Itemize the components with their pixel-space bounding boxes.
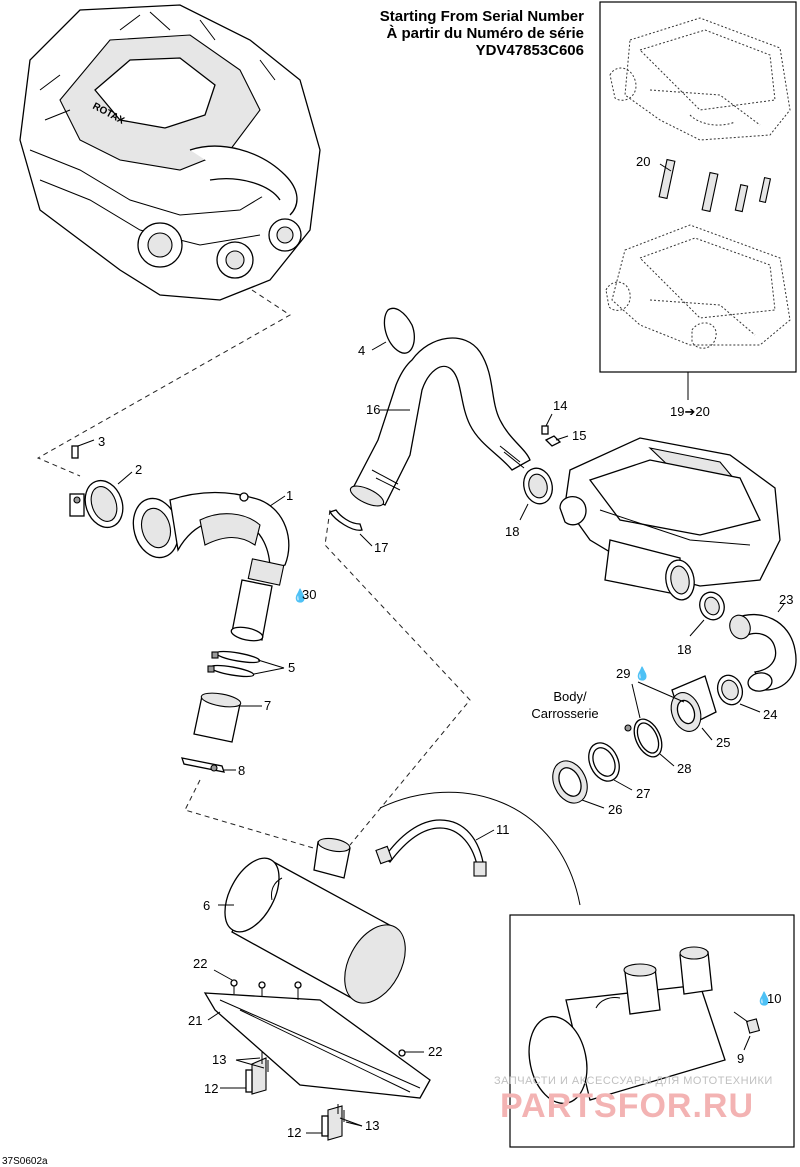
heat-shield-plate: [203, 979, 431, 1099]
clamp-24: [716, 674, 744, 706]
callout-24: 24: [763, 707, 777, 722]
callout-27: 27: [636, 786, 650, 801]
watermark-text: ЗАПЧАСТИ И АКСЕССУАРЫ ДЛЯ МОТОТЕХНИКИ: [494, 1075, 773, 1087]
intake-hose: [349, 337, 531, 507]
callout-20: 20: [636, 154, 650, 169]
callout-26: 26: [608, 802, 622, 817]
callout-29-drop: 💧: [634, 666, 650, 681]
leader-clip-to-muffler: [184, 779, 321, 851]
bracket-upper: [245, 1052, 269, 1095]
tie-clip: [181, 757, 225, 773]
callout-9: 9: [737, 1051, 744, 1066]
exhaust-clamp: [69, 479, 124, 529]
hull-fitting: [670, 675, 717, 732]
intake-cover-dotted-bottom: [605, 224, 791, 349]
callout-15: 15: [572, 428, 586, 443]
callout-14: 14: [553, 398, 567, 413]
callout-22-right: 22: [428, 1044, 442, 1059]
callout-19-20: 19➔20: [670, 404, 710, 419]
clamp-lower: [699, 591, 725, 621]
callout-1: 1: [286, 488, 293, 503]
small-clamp: [329, 509, 363, 531]
callout-11: 11: [496, 822, 510, 837]
callout-18-upper: 18: [505, 524, 519, 539]
stud-part: [71, 439, 95, 459]
callout-22-left: 22: [193, 956, 207, 971]
header-line-3: YDV47853C606: [476, 42, 584, 59]
intake-cover-dotted-top: [609, 17, 791, 141]
foam-strips: [658, 158, 772, 213]
serial-header: Starting From Serial Number À partir du …: [380, 8, 584, 59]
callout-7: 7: [264, 698, 271, 713]
callout-5: 5: [288, 660, 295, 675]
screw-and-washer: [541, 425, 562, 447]
header-line-2: À partir du Numéro de série: [386, 25, 584, 42]
body-label-line-2: Carrosserie: [531, 706, 598, 721]
gasket-ring: [624, 718, 663, 758]
rubber-sleeve: [193, 692, 242, 743]
o-ring-seal: [383, 307, 415, 354]
clamp-upper: [523, 467, 553, 505]
callout-17: 17: [374, 540, 388, 555]
callout-13-lower: 13: [365, 1118, 379, 1133]
callout-21: 21: [188, 1013, 202, 1028]
callout-30: 💧: [292, 588, 308, 603]
retaining-nut: [552, 760, 588, 804]
callout-23: 23: [779, 592, 793, 607]
header-line-1: Starting From Serial Number: [380, 8, 584, 25]
callout-29: 29: [616, 666, 630, 681]
body-label-line-1: Body/: [553, 689, 587, 704]
callout-30-number: 30: [302, 587, 316, 602]
elbow-hose: [729, 613, 797, 692]
intake-silencer-box: [559, 437, 781, 601]
leader-engine-to-clamp: [36, 289, 291, 477]
callout-10: 10: [767, 991, 781, 1006]
callout-3: 3: [98, 434, 105, 449]
callout-16: 16: [366, 402, 380, 417]
callout-4: 4: [358, 343, 365, 358]
muffler-strap: [375, 819, 487, 877]
callout-2: 2: [135, 462, 142, 477]
seal-ring-27: [588, 742, 620, 782]
watermark-logo: PARTSFOR.RU: [500, 1087, 754, 1125]
muffler-inset: [528, 946, 761, 1105]
callout-13-upper: 13: [212, 1052, 226, 1067]
callout-28: 28: [677, 761, 691, 776]
hose-clamps-pair: [207, 650, 261, 678]
callout-12-upper: 12: [204, 1081, 218, 1096]
exhaust-pipe-main: [132, 491, 290, 642]
engine-assembly: ROTAX: [19, 4, 321, 301]
reference-arc: [379, 791, 581, 906]
callout-25: 25: [716, 735, 730, 750]
leader-pipe-to-muffler: [324, 509, 471, 846]
callout-18-lower: 18: [677, 642, 691, 657]
figure-code: 37S0602a: [2, 1156, 48, 1167]
callout-12-lower: 12: [287, 1125, 301, 1140]
callout-6: 6: [203, 898, 210, 913]
callout-10-drop: 💧: [756, 991, 772, 1006]
muffler: [224, 837, 406, 1004]
callout-8: 8: [238, 763, 245, 778]
bracket-lower: [321, 1104, 345, 1141]
